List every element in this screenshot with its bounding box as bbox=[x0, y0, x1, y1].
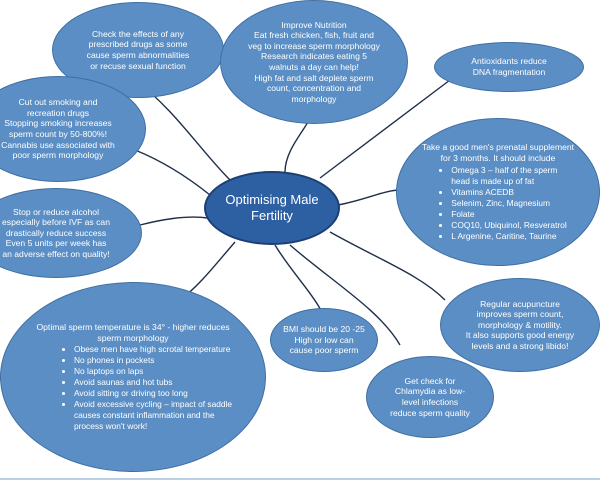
node-alcohol: Stop or reduce alcohol especially before… bbox=[0, 188, 142, 278]
alcohol-line-2: especially before IVF as can bbox=[2, 217, 110, 228]
center-line-1: Optimising Male bbox=[225, 192, 319, 207]
drugs-line-3: cause sperm abnormalities bbox=[86, 50, 190, 60]
temperature-item: causes constant inflammation and the bbox=[73, 410, 215, 421]
center-line-2: Fertility bbox=[251, 208, 293, 223]
connector-acupuncture bbox=[329, 231, 446, 301]
connector-chlamydia bbox=[289, 244, 401, 346]
acupuncture-line-2: improves sperm count, bbox=[476, 309, 564, 320]
connector-prenatal bbox=[337, 189, 401, 206]
smoking-line-2: recreation drugs bbox=[26, 107, 90, 118]
antioxidants-line-1: Antioxidants reduce bbox=[471, 56, 547, 67]
connector-bmi bbox=[274, 244, 323, 313]
alcohol-line-4: Even 5 units per week has bbox=[5, 238, 107, 249]
temperature-list: Obese men have high scrotal temperature … bbox=[34, 344, 232, 432]
connector-alcohol bbox=[139, 216, 209, 226]
drugs-line-2: prescribed drugs as some bbox=[88, 39, 188, 50]
alcohol-line-5: an adverse effect on quality! bbox=[2, 248, 110, 259]
temperature-item: Avoid excessive cycling – impact of sadd… bbox=[74, 399, 232, 410]
bmi-line-1: BMI should be 20 -25 bbox=[283, 324, 365, 335]
chlamydia-line-2: Chlamydia as low- bbox=[394, 386, 466, 397]
chlamydia-line-3: level infections bbox=[401, 397, 459, 407]
prenatal-item: Vitamins ACEDB bbox=[451, 187, 566, 198]
temperature-line-1: Optimal sperm temperature is 34° - highe… bbox=[36, 321, 230, 332]
node-nutrition: Improve Nutrition Eat fresh chicken, fis… bbox=[220, 0, 408, 124]
temperature-item: No laptops on laps bbox=[74, 366, 232, 377]
prenatal-item: Omega 3 – half of the sperm bbox=[451, 165, 566, 176]
chlamydia-line-4: reduce sperm quality bbox=[390, 407, 470, 418]
node-smoking: Cut out smoking and recreation drugs Sto… bbox=[0, 76, 146, 182]
node-antioxidants: Antioxidants reduce DNA fragmentation bbox=[434, 42, 584, 92]
smoking-line-1: Cut out smoking and bbox=[18, 97, 98, 108]
nutrition-line-1: Improve Nutrition bbox=[281, 19, 347, 30]
smoking-line-4: sperm count by 50-800%! bbox=[9, 129, 107, 139]
nutrition-line-3: veg to increase sperm morphology bbox=[248, 40, 380, 51]
smoking-line-5: Cannabis use associated with bbox=[1, 139, 115, 150]
nutrition-line-4: Research indicates eating 5 bbox=[260, 51, 368, 62]
page-divider bbox=[0, 478, 600, 480]
temperature-item: Obese men have high scrotal temperature bbox=[74, 344, 232, 355]
nutrition-line-8: morphology bbox=[291, 93, 337, 104]
node-temperature: Optimal sperm temperature is 34° - highe… bbox=[0, 282, 266, 472]
connector-smoking bbox=[134, 149, 211, 196]
connector-nutrition bbox=[284, 117, 311, 173]
prenatal-line-2: for 3 months. It should include bbox=[440, 153, 556, 163]
acupuncture-line-3: morphology & motility. bbox=[478, 319, 562, 330]
node-bmi: BMI should be 20 -25 High or low can cau… bbox=[270, 308, 378, 372]
node-prenatal: Take a good men's prenatal supplement fo… bbox=[396, 118, 600, 266]
nutrition-line-7: count, concentration and bbox=[266, 83, 362, 94]
drugs-line-1: Check the effects of any bbox=[91, 28, 185, 39]
alcohol-line-1: Stop or reduce alcohol bbox=[13, 206, 99, 217]
smoking-line-6: poor sperm morphology bbox=[12, 150, 104, 161]
temperature-item: Avoid saunas and hot tubs bbox=[74, 377, 232, 388]
bmi-line-3: cause poor sperm bbox=[289, 345, 359, 356]
nutrition-line-6: High fat and salt deplete sperm bbox=[254, 72, 374, 83]
prenatal-list: Omega 3 – half of the sperm head is made… bbox=[429, 165, 566, 242]
connector-antioxidants bbox=[319, 79, 451, 179]
prenatal-item: head is made up of fat bbox=[451, 175, 535, 186]
temperature-item: Avoid sitting or driving too long bbox=[74, 388, 232, 399]
node-chlamydia: Get check for Chlamydia as low- level in… bbox=[366, 356, 494, 438]
prenatal-item: L Argenine, Caritine, Taurine bbox=[451, 231, 566, 242]
alcohol-line-3: drastically reduce success bbox=[5, 227, 107, 238]
prenatal-item: Folate bbox=[451, 209, 566, 220]
prenatal-item: Selenim, Zinc, Magnesium bbox=[451, 198, 566, 209]
acupuncture-line-5: levels and a strong libido! bbox=[471, 340, 569, 351]
bmi-line-2: High or low can bbox=[294, 334, 354, 345]
temperature-line-2: sperm morphology bbox=[97, 332, 169, 343]
center-node: Optimising Male Fertility bbox=[204, 171, 340, 245]
smoking-line-3: Stopping smoking increases bbox=[4, 118, 112, 129]
nutrition-line-2: Eat fresh chicken, fish, fruit and bbox=[254, 30, 374, 41]
acupuncture-line-1: Regular acupuncture bbox=[480, 298, 560, 309]
chlamydia-line-1: Get check for bbox=[404, 375, 456, 386]
temperature-item: process won't work! bbox=[73, 421, 148, 432]
antioxidants-line-2: DNA fragmentation bbox=[472, 67, 546, 77]
acupuncture-line-4: It also supports good energy bbox=[465, 330, 575, 341]
prenatal-line-1: Take a good men's prenatal supplement bbox=[421, 142, 575, 153]
prenatal-item: COQ10, Ubiquinol, Resveratrol bbox=[451, 220, 566, 231]
nutrition-line-5: walnuts a day can help! bbox=[269, 62, 359, 72]
temperature-item: No phones in pockets bbox=[74, 355, 232, 366]
drugs-line-4: or recuse sexual function bbox=[90, 60, 186, 71]
node-acupuncture: Regular acupuncture improves sperm count… bbox=[440, 278, 600, 372]
